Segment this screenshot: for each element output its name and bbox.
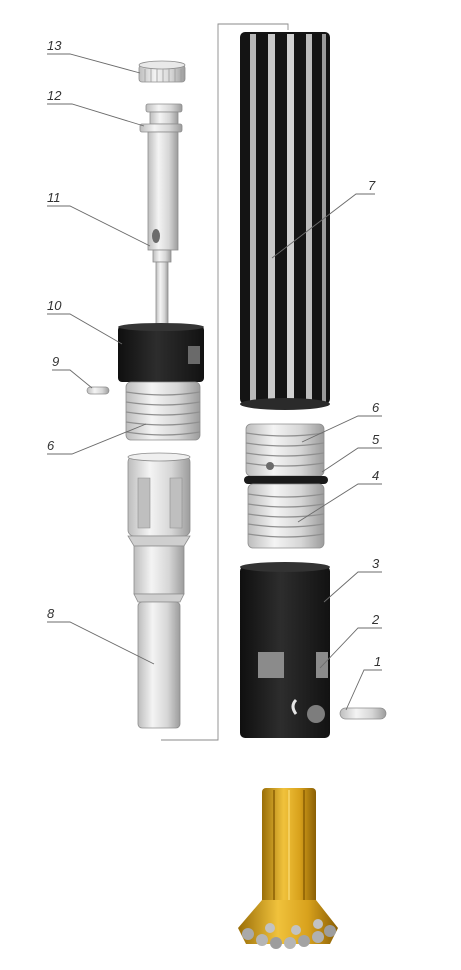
- callout-label: 11: [47, 190, 61, 205]
- callout-label: 6: [372, 400, 380, 415]
- callout-label: 7: [368, 178, 376, 193]
- callout-2: 2: [319, 612, 382, 669]
- callout-7: 7: [271, 178, 376, 259]
- part-8-piston: [127, 452, 191, 729]
- callout-label: 13: [47, 38, 62, 53]
- callout-13: 13: [47, 38, 141, 74]
- part-9-pin: [86, 386, 110, 395]
- callout-6-right: 6: [301, 400, 382, 443]
- callout-label: 2: [371, 612, 380, 627]
- callout-label: 9: [52, 354, 59, 369]
- drill-bit: [238, 788, 338, 949]
- callout-label: 12: [47, 88, 62, 103]
- part-1-pin: [339, 707, 387, 720]
- callout-10: 10: [47, 298, 123, 345]
- callout-12: 12: [47, 88, 145, 127]
- part-3-lower-sleeve: [240, 562, 330, 738]
- part-4-threaded-coupling: [247, 483, 325, 549]
- callout-11: 11: [47, 190, 151, 247]
- callout-8: 8: [47, 606, 155, 665]
- callout-6-left: 6: [47, 423, 147, 455]
- callout-label: 4: [372, 468, 379, 483]
- part-13-nut: [138, 60, 186, 83]
- callout-label: 1: [374, 654, 381, 669]
- callout-label: 10: [47, 298, 62, 313]
- callout-label: 5: [372, 432, 380, 447]
- callout-5: 5: [321, 432, 382, 473]
- callout-9: 9: [52, 354, 93, 389]
- callout-3: 3: [323, 556, 382, 603]
- callout-label: 6: [47, 438, 55, 453]
- callout-label: 3: [372, 556, 380, 571]
- callout-label: 8: [47, 606, 55, 621]
- assembly-connector-frame: [161, 23, 289, 741]
- part-10-black-sleeve: [118, 323, 204, 382]
- part-6-threaded-collar-left: [125, 381, 201, 441]
- part-6-threaded-collar-right: [245, 423, 325, 477]
- part-7-outer-tube: [240, 32, 330, 410]
- callout-1: 1: [345, 654, 382, 711]
- part-11-spindle: [139, 103, 183, 329]
- callout-4: 4: [297, 468, 382, 523]
- part-5-o-ring: [244, 476, 328, 484]
